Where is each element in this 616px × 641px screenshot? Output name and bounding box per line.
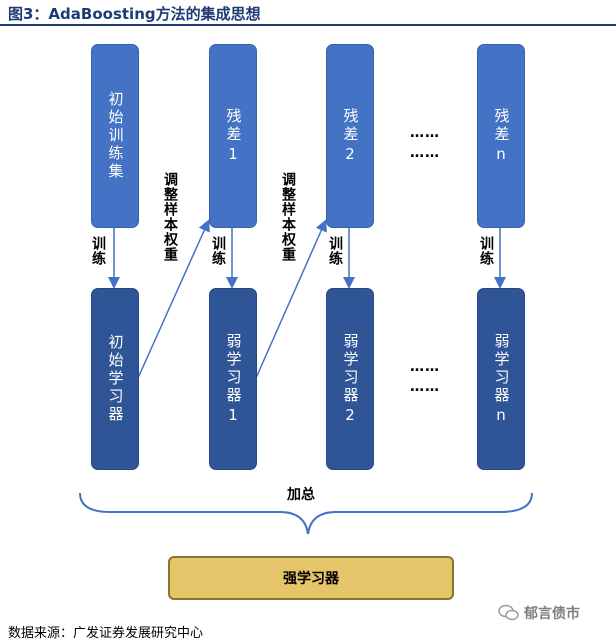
figure-title: 图3：AdaBoosting方法的集成思想 [8, 5, 261, 23]
box-weak-learner-n-index: n [496, 405, 506, 424]
wechat-icon [498, 604, 519, 621]
box-residual-n-label: 残差 [492, 107, 511, 144]
arrow-reweight-2 [255, 219, 327, 379]
box-weak-learner-n: 弱学习器 n [477, 288, 525, 470]
box-weak-learner-2: 弱学习器 2 [326, 288, 374, 470]
source-note: 数据来源：广发证券发展研究中心 [8, 626, 204, 641]
box-residual-2: 残差 2 [326, 44, 374, 228]
box-initial-training-set: 初始训练集 [91, 44, 139, 228]
ellipsis-bottom-line-1: …… [410, 359, 440, 375]
watermark: 郁言债市 [498, 600, 610, 626]
box-residual-1-label: 残差 [224, 107, 243, 144]
box-weak-learner-1-index: 1 [228, 405, 238, 424]
box-initial-learner: 初始学习器 [91, 288, 139, 470]
sum-brace [79, 492, 533, 535]
label-train-2: 训练 [210, 236, 226, 266]
box-weak-learner-1-label: 弱学习器 [224, 332, 243, 405]
box-weak-learner-2-index: 2 [345, 405, 355, 424]
box-residual-2-index: 2 [345, 144, 355, 163]
box-strong-learner: 强学习器 [168, 556, 454, 600]
box-weak-learner-n-label: 弱学习器 [492, 332, 511, 405]
watermark-text: 郁言债市 [524, 606, 580, 622]
title-divider [0, 24, 616, 26]
box-residual-2-label: 残差 [341, 107, 360, 144]
label-reweight-2: 调整样本权重 [280, 172, 296, 262]
ellipsis-top-line-2: …… [410, 145, 440, 161]
box-strong-learner-label: 强学习器 [283, 571, 339, 587]
box-initial-training-set-label: 初始训练集 [106, 91, 125, 181]
ellipsis-top: …… …… [410, 125, 440, 161]
label-train-3: 训练 [327, 236, 343, 266]
label-train-n: 训练 [478, 236, 494, 266]
box-weak-learner-1: 弱学习器 1 [209, 288, 257, 470]
box-residual-1: 残差 1 [209, 44, 257, 228]
ellipsis-bottom-line-2: …… [410, 379, 440, 395]
box-residual-1-index: 1 [228, 144, 238, 163]
box-residual-n-index: n [496, 144, 506, 163]
box-initial-learner-label: 初始学习器 [106, 334, 125, 424]
box-residual-n: 残差 n [477, 44, 525, 228]
ellipsis-top-line-1: …… [410, 125, 440, 141]
box-weak-learner-2-label: 弱学习器 [341, 332, 360, 405]
ellipsis-bottom: …… …… [410, 359, 440, 395]
label-reweight-1: 调整样本权重 [162, 172, 178, 262]
label-train-1: 训练 [90, 236, 106, 266]
sum-label: 加总 [287, 487, 315, 503]
arrow-reweight-1 [137, 219, 210, 379]
